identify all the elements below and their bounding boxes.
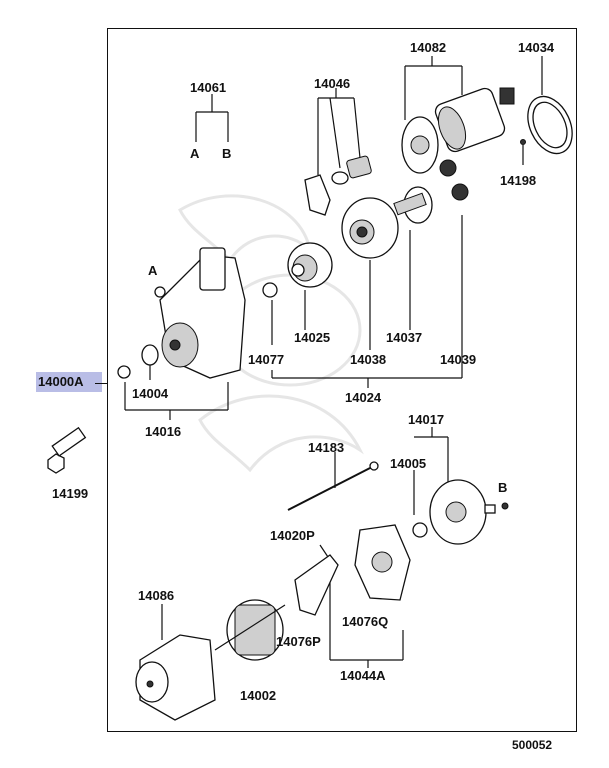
label-14077: 14077 (248, 352, 284, 367)
lever-part (304, 155, 372, 216)
label-b-top: B (222, 146, 231, 161)
label-14025: 14025 (294, 330, 330, 345)
label-14061: 14061 (190, 80, 226, 95)
leader-14024 (271, 215, 463, 388)
label-14020P: 14020P (270, 528, 315, 543)
screw-14198 (520, 139, 526, 145)
front-bracket-part (154, 247, 246, 379)
bushing-part (117, 344, 159, 379)
clamp-ring-part (527, 95, 573, 155)
gear-shaft-part (393, 186, 433, 224)
solenoid-part (401, 87, 515, 174)
clutch-part (287, 242, 333, 288)
brush-part (294, 554, 339, 616)
label-a-mid: A (148, 263, 158, 278)
label-14004: 14004 (132, 386, 169, 401)
label-14037: 14037 (386, 330, 422, 345)
armature-part (214, 599, 286, 661)
label-14076Q: 14076Q (342, 614, 388, 629)
main-part-highlight[interactable] (36, 372, 102, 392)
main-part-label[interactable]: 14000A (38, 374, 84, 389)
main-part-leader (95, 383, 107, 384)
leader-14017 (413, 427, 449, 515)
label-b-mid: B (498, 480, 507, 495)
label-14039: 14039 (440, 352, 476, 367)
leader-14016 (124, 362, 229, 420)
through-bolt-part (287, 461, 379, 511)
reference-number: 500052 (512, 738, 553, 752)
ring-14077 (262, 282, 278, 298)
screw-b (501, 502, 509, 510)
label-14005: 14005 (390, 456, 426, 471)
label-14038: 14038 (350, 352, 386, 367)
label-14016: 14016 (145, 424, 181, 439)
leader-14082 (404, 56, 463, 120)
rear-cover-part (412, 479, 496, 545)
gear-housing-part (341, 197, 399, 259)
leader-14046 (317, 88, 361, 175)
label-14044A: 14044A (340, 668, 386, 683)
diagram-frame (107, 28, 577, 732)
label-14034: 14034 (518, 40, 555, 55)
label-14183: 14183 (308, 440, 344, 455)
brush-holder-part (354, 524, 411, 601)
leader-14061 (195, 94, 229, 142)
label-a-top: A (190, 146, 200, 161)
bolt-14199 (47, 426, 87, 474)
label-14076P: 14076P (276, 634, 321, 649)
label-14086: 14086 (138, 588, 174, 603)
yoke-part (135, 634, 216, 721)
label-14002: 14002 (240, 688, 276, 703)
label-14024: 14024 (345, 390, 382, 405)
label-14046: 14046 (314, 76, 350, 91)
label-14198: 14198 (500, 173, 536, 188)
label-14199: 14199 (52, 486, 88, 501)
label-14017: 14017 (408, 412, 444, 427)
gear-part (439, 159, 469, 201)
label-14082: 14082 (410, 40, 446, 55)
